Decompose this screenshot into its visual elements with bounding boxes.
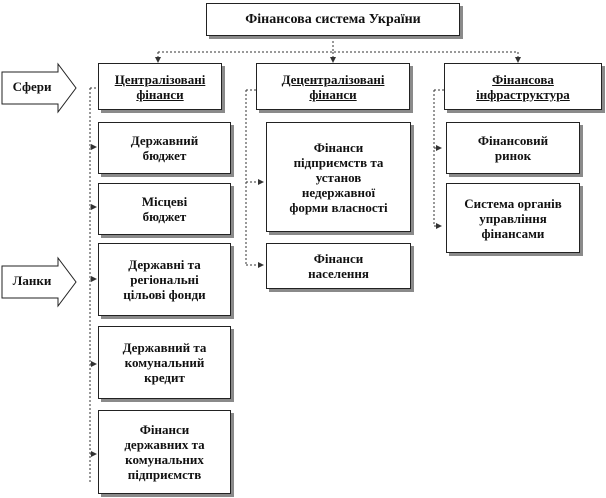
diagram-title: Фінансова система України [206, 3, 460, 36]
state-credit-box: Державний та комунальний кредит [98, 326, 231, 399]
management-bodies-box: Система органів управління фінансами [446, 183, 580, 253]
links-arrow-shape [1, 256, 77, 308]
spheres-arrow-shape [1, 62, 77, 114]
state-budget-box: Державний бюджет [98, 122, 231, 174]
links-label: Ланки [12, 273, 52, 288]
infrastructure-header: Фінансова інфраструктура [444, 63, 602, 110]
spheres-label: Сфери [12, 79, 52, 94]
target-funds-box: Державні та регіональні цільові фонди [98, 243, 231, 316]
private-enterprises-box: Фінанси підприємств та установ недержавн… [266, 122, 411, 232]
financial-market-box: Фінансовий ринок [446, 122, 580, 174]
centralized-header: Централізовані фінанси [98, 63, 222, 110]
state-enterprises-box: Фінанси державних та комунальних підприє… [98, 410, 231, 494]
local-budget-box: Місцеві бюджет [98, 183, 231, 235]
decentralized-header: Децентралізовані фінанси [256, 63, 410, 110]
households-box: Фінанси населення [266, 243, 411, 289]
